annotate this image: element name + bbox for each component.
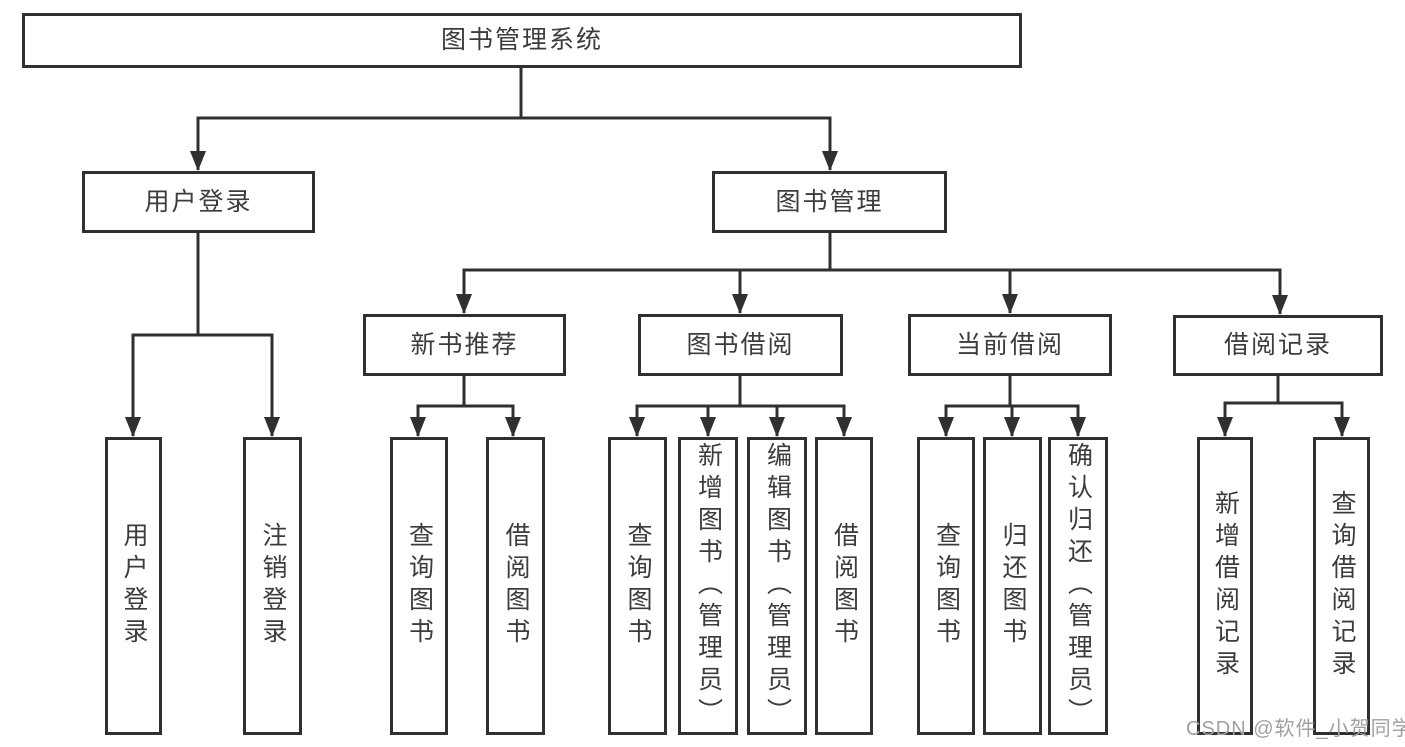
connector-root-to-level2	[190, 68, 838, 171]
node-leaf-return-books: 归还图书	[983, 437, 1042, 735]
node-user-login: 用户登录	[82, 171, 315, 233]
node-leaf-confirm-return-admin: 确认归还（管理员）	[1048, 437, 1108, 735]
node-book-borrowing: 图书借阅	[638, 314, 843, 376]
node-label: 归还图书	[999, 522, 1027, 650]
node-label: 新增图书（管理员）	[694, 442, 723, 730]
node-label: 图书管理	[775, 187, 884, 216]
connector-book-borrowing	[629, 375, 852, 437]
connector-new-book-recommendation	[410, 375, 521, 437]
node-current-borrowing: 当前借阅	[908, 314, 1112, 376]
node-label: 借阅图书	[830, 522, 859, 650]
node-label: 图书借阅	[686, 330, 795, 359]
node-leaf-query-books-borrow: 查询图书	[608, 437, 667, 735]
node-leaf-query-books-recommend: 查询图书	[390, 437, 448, 735]
node-borrowing-records: 借阅记录	[1173, 315, 1383, 376]
node-label: 查询借阅记录	[1328, 490, 1356, 682]
node-leaf-logout: 注销登录	[243, 437, 302, 735]
node-label: 借阅图书	[502, 522, 530, 650]
connector-book-management	[456, 232, 1288, 315]
node-leaf-user-login: 用户登录	[105, 437, 162, 735]
node-label: 用户登录	[120, 522, 148, 650]
node-library-management-system: 图书管理系统	[22, 13, 1022, 68]
node-new-book-recommendation: 新书推荐	[363, 314, 566, 376]
node-leaf-borrow-books-recommend: 借阅图书	[486, 437, 545, 735]
node-label: 确认归还（管理员）	[1064, 442, 1093, 730]
connector-user-login	[125, 232, 280, 437]
node-label: 当前借阅	[955, 330, 1064, 359]
node-label: 图书管理系统	[440, 26, 603, 54]
node-leaf-query-books-current: 查询图书	[917, 437, 975, 735]
node-leaf-edit-books-admin: 编辑图书（管理员）	[747, 437, 807, 735]
node-label: 查询图书	[624, 522, 652, 650]
node-book-management: 图书管理	[712, 171, 947, 233]
node-leaf-borrow-books: 借阅图书	[815, 437, 873, 735]
node-leaf-add-books-admin: 新增图书（管理员）	[678, 437, 738, 735]
node-label: 新书推荐	[410, 330, 519, 359]
connector-current-borrowing	[938, 375, 1086, 437]
node-leaf-query-borrow-record: 查询借阅记录	[1313, 437, 1370, 735]
node-label: 注销登录	[259, 522, 287, 650]
node-label: 编辑图书（管理员）	[763, 442, 792, 730]
node-label: 用户登录	[144, 187, 253, 216]
node-label: 借阅记录	[1223, 331, 1332, 359]
watermark: CSDN @软件_小贺同学	[1186, 718, 1405, 740]
node-label: 查询图书	[932, 522, 961, 650]
node-leaf-add-borrow-record: 新增借阅记录	[1197, 437, 1253, 735]
node-label: 查询图书	[405, 522, 434, 650]
connector-borrowing-records	[1217, 374, 1350, 437]
node-label: 新增借阅记录	[1211, 490, 1240, 682]
